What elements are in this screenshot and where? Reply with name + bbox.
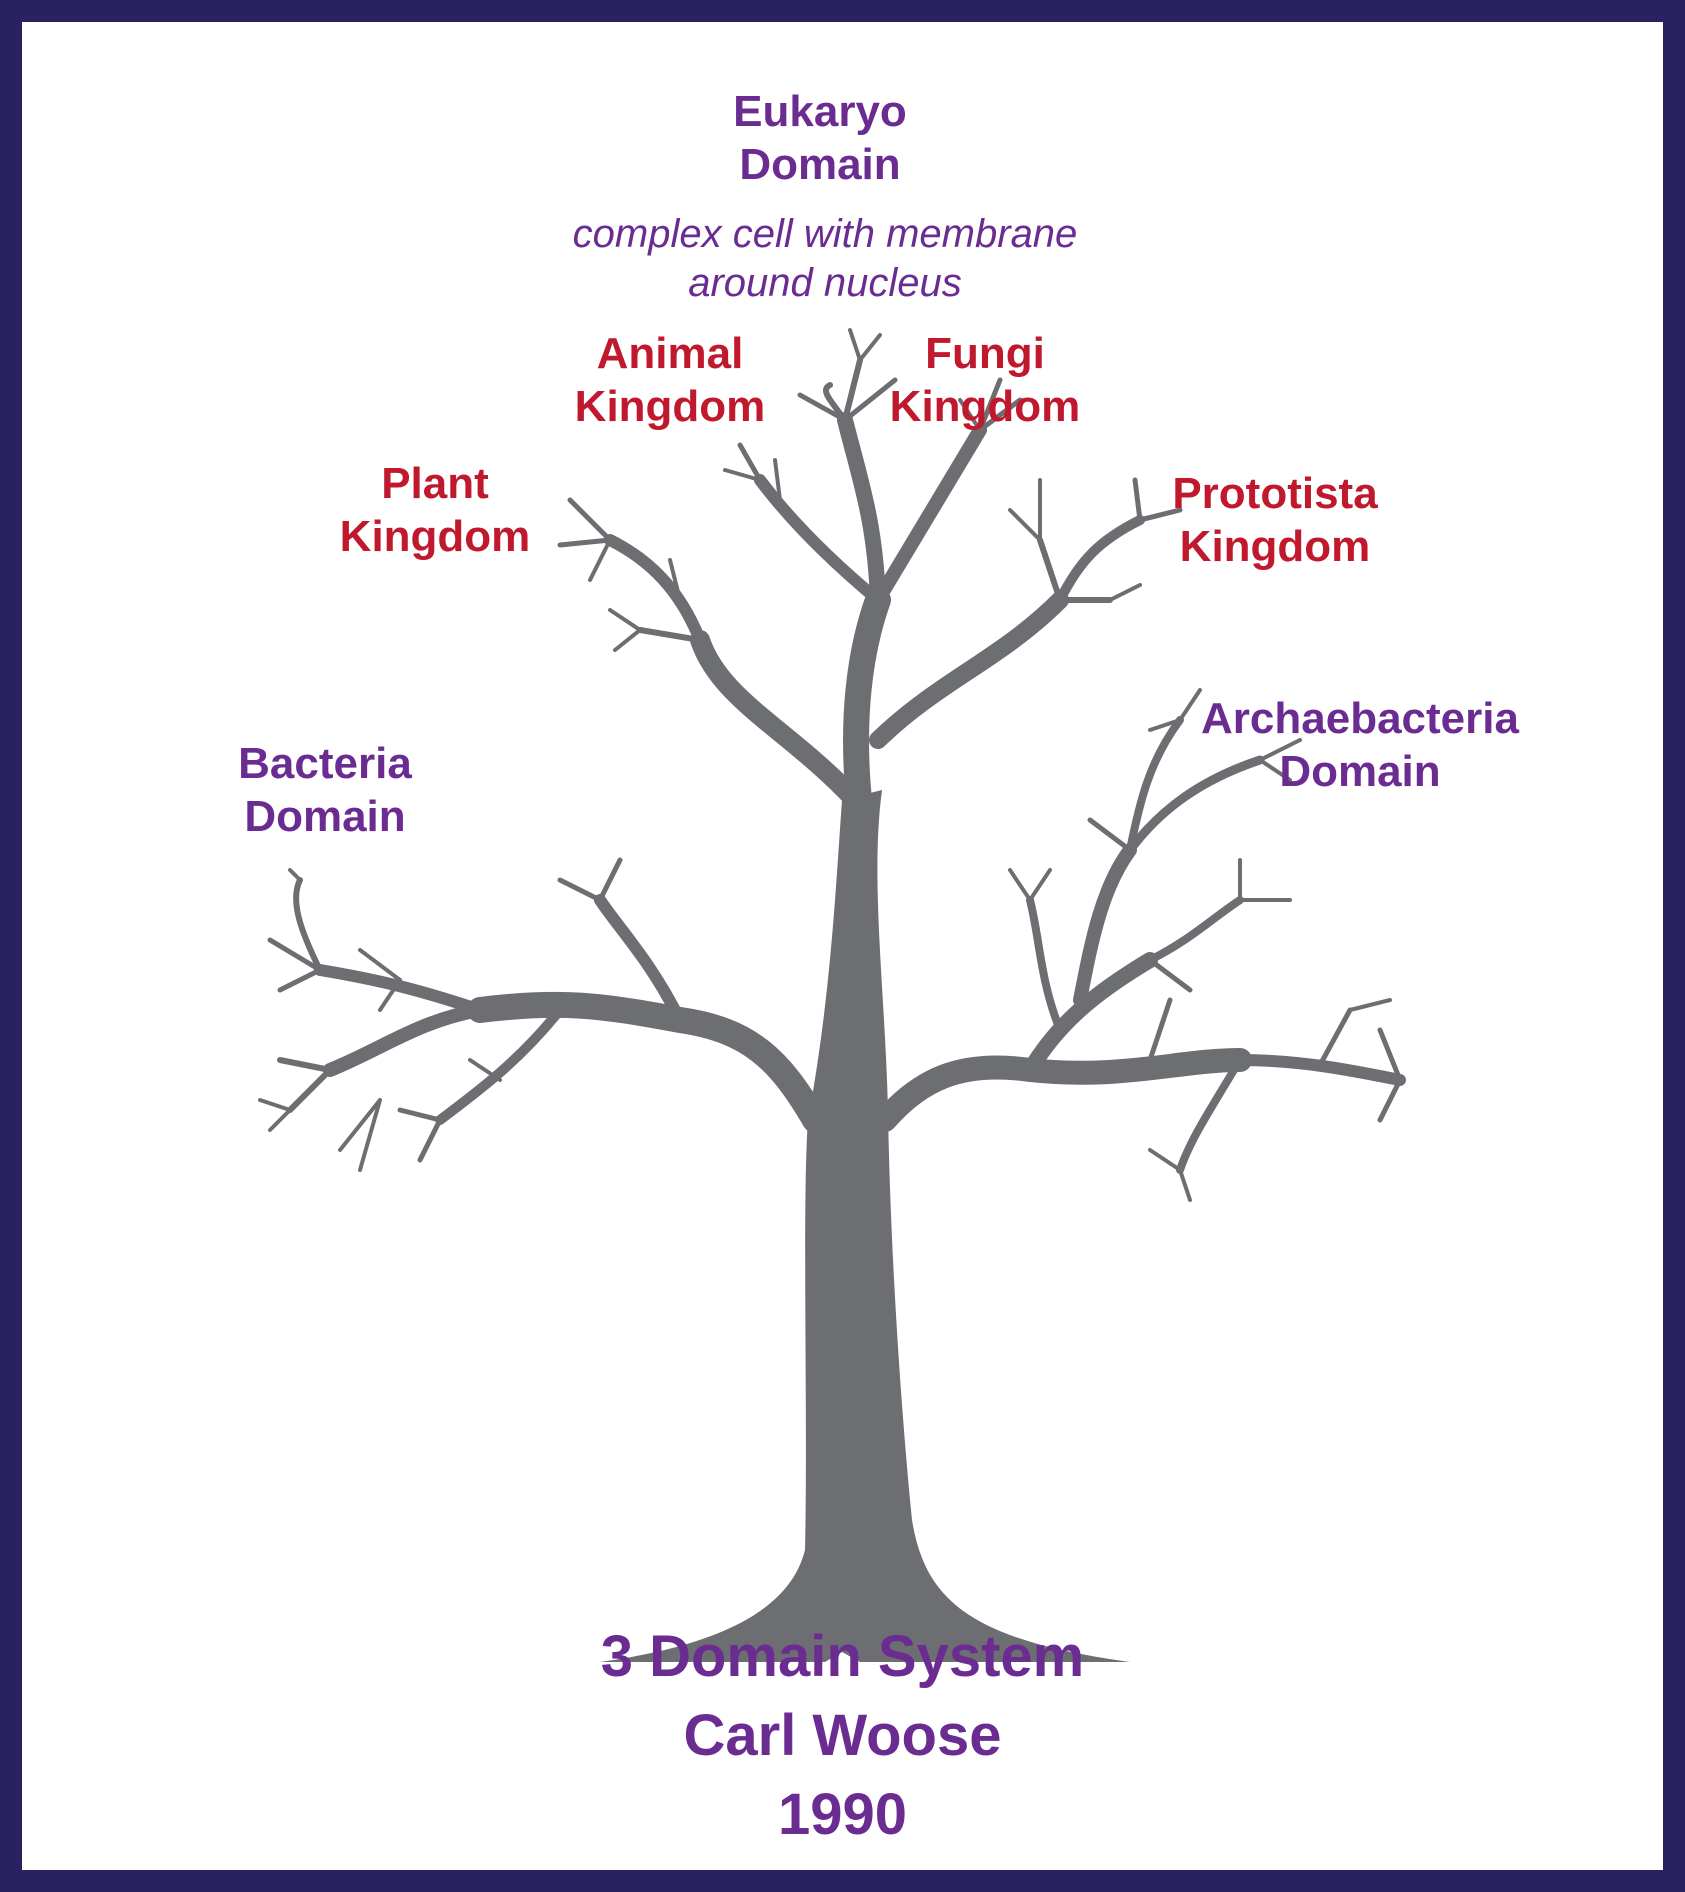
bacteria-line1: Bacteria [238,739,412,788]
eukaryo-desc-line2: around nucleus [688,260,962,305]
plant-line1: Plant [381,459,489,508]
fungi-line2: Kingdom [889,381,1081,431]
eukaryo-line2: Domain [739,139,901,189]
protista-line1: Prototista [1172,469,1378,518]
plant-line2: Kingdom [339,511,531,561]
eukaryo-line1: Eukaryo [733,87,907,136]
protista-line2: Kingdom [1179,521,1371,571]
protista-kingdom-label: Prototista Kingdom [1145,468,1405,574]
archaebacteria-domain-label: Archaebacteria Domain [1155,693,1565,799]
diagram-title: 3 Domain System Carl Woose 1990 [0,1618,1685,1855]
archaea-line2: Domain [1279,746,1441,796]
animal-kingdom-label: Animal Kingdom [540,328,800,434]
eukaryo-description: complex cell with membrane around nucleu… [520,210,1130,308]
title-line1: 3 Domain System [600,1624,1085,1689]
fungi-line1: Fungi [925,329,1045,378]
archaea-line1: Archaebacteria [1201,694,1519,743]
title-line3: 1990 [777,1781,908,1847]
animal-line1: Animal [596,329,744,378]
fungi-kingdom-label: Fungi Kingdom [860,328,1110,434]
bacteria-line2: Domain [244,791,406,841]
eukaryo-domain-label: Eukaryo Domain [700,86,940,192]
bacteria-domain-label: Bacteria Domain [195,738,455,844]
title-line2: Carl Woose [683,1702,1002,1768]
animal-line2: Kingdom [574,381,766,431]
plant-kingdom-label: Plant Kingdom [305,458,565,564]
eukaryo-desc-line1: complex cell with membrane [572,212,1078,256]
